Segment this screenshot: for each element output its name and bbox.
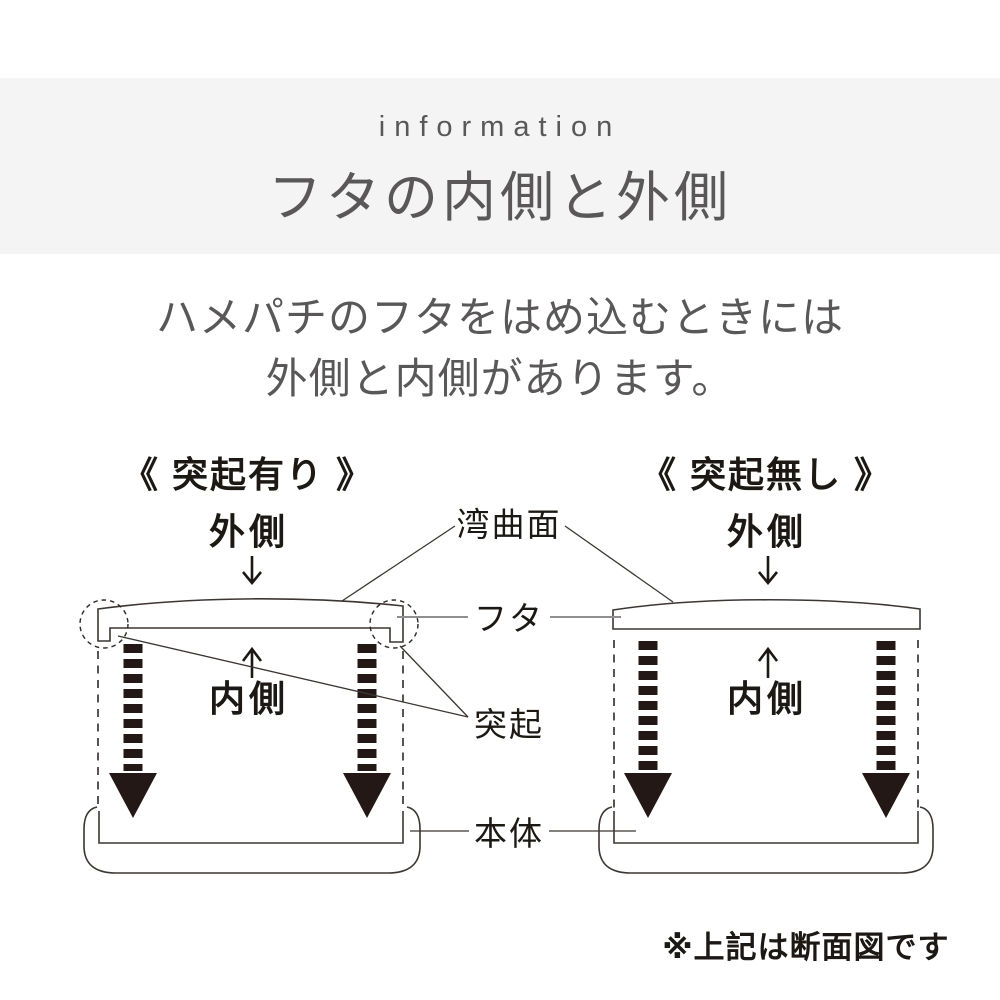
- right-diagram-title: 《 突起無し 》: [640, 454, 892, 495]
- left-lid-cross-section: [97, 598, 404, 643]
- left-diagram-title: 《 突起有り 》: [122, 454, 374, 495]
- protrusion-highlight-circle-left: [79, 599, 129, 649]
- cross-section-note: ※上記は断面図です: [662, 930, 949, 965]
- insert-arrow-head: [862, 773, 910, 818]
- left-body-outer-wall: [83, 806, 421, 874]
- right-outside-down-arrow-icon: [757, 556, 779, 586]
- cross-section-diagram: 《 突起有り 》 外側 内側 《 突起無し 》 外側: [79, 454, 949, 965]
- intro-line-1: ハメパチのフタをはめ込むときには: [155, 294, 844, 341]
- protrusion-leader-from-left-hook: [117, 635, 469, 718]
- left-diagram: 《 突起有り 》 外側 内側: [79, 454, 421, 874]
- curved-surface-leader-right: [564, 525, 674, 603]
- left-outside-down-arrow-icon: [241, 556, 263, 586]
- intro-text: ハメパチのフタをはめ込むときには 外側と内側があります。: [0, 287, 1000, 409]
- right-diagram: 《 突起無し 》 外側 内側: [598, 454, 934, 874]
- right-outside-label: 外側: [727, 511, 807, 552]
- body-label: 本体: [474, 815, 544, 852]
- right-inside-up-arrow-icon: [757, 646, 779, 678]
- curved-surface-label: 湾曲面: [457, 506, 562, 543]
- right-lid-cross-section: [612, 598, 921, 630]
- right-inside-label: 内側: [727, 678, 807, 719]
- insert-arrow-head: [624, 773, 672, 818]
- header-eyebrow: information: [378, 111, 622, 143]
- left-inside-up-arrow-icon: [241, 646, 263, 678]
- lid-label: フタ: [474, 600, 544, 637]
- right-body-outer-wall: [598, 806, 934, 874]
- intro-line-2: 外側と内側があります。: [265, 355, 735, 402]
- protrusion-leader-from-right-hook: [399, 645, 469, 718]
- left-outside-label: 外側: [209, 511, 289, 552]
- left-body-inner-wall: [98, 811, 404, 844]
- protrusion-label: 突起: [474, 706, 544, 743]
- header-band: information フタの内側と外側: [0, 78, 1000, 254]
- center-callouts: 湾曲面 フタ 突起 本体: [117, 506, 674, 852]
- left-inside-label: 内側: [209, 678, 289, 719]
- page-title: フタの内側と外側: [268, 168, 732, 228]
- right-body-inner-wall: [613, 811, 919, 844]
- insert-arrow-head: [343, 773, 391, 818]
- insert-arrow-head: [109, 773, 157, 818]
- protrusion-highlight-circle-right: [369, 599, 419, 649]
- curved-surface-leader-left: [341, 525, 456, 602]
